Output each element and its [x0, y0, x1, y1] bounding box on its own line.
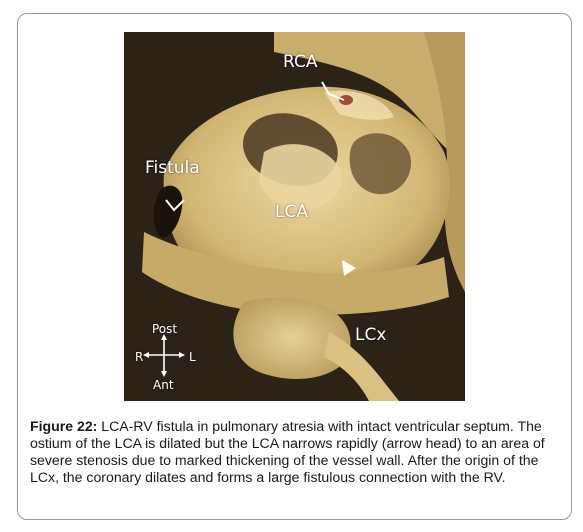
arrow-head-icon [342, 260, 356, 276]
compass-label-l: L [189, 350, 196, 364]
label-rca: RCA [283, 52, 318, 72]
lcx-vessel [233, 297, 351, 379]
rca-pointer [321, 81, 345, 101]
label-lcx: LCx [355, 325, 387, 345]
specimen-photo [124, 32, 465, 401]
caption-label: Figure 22: [30, 418, 98, 434]
compass-label-ant: Ant [153, 378, 174, 392]
compass-label-post: Post [152, 322, 178, 336]
orientation-compass-icon [143, 334, 185, 377]
caption-text: LCA-RV fistula in pulmonary atresia with… [30, 418, 545, 485]
label-fistula: Fistula [145, 158, 200, 178]
upper-tissue [274, 32, 465, 162]
specimen-illustration [124, 32, 465, 401]
label-lca: LCA [275, 202, 308, 222]
compass-label-r: R [135, 350, 144, 364]
fistula-pointer [165, 199, 185, 212]
figure-caption: Figure 22: LCA-RV fistula in pulmonary a… [30, 418, 566, 486]
